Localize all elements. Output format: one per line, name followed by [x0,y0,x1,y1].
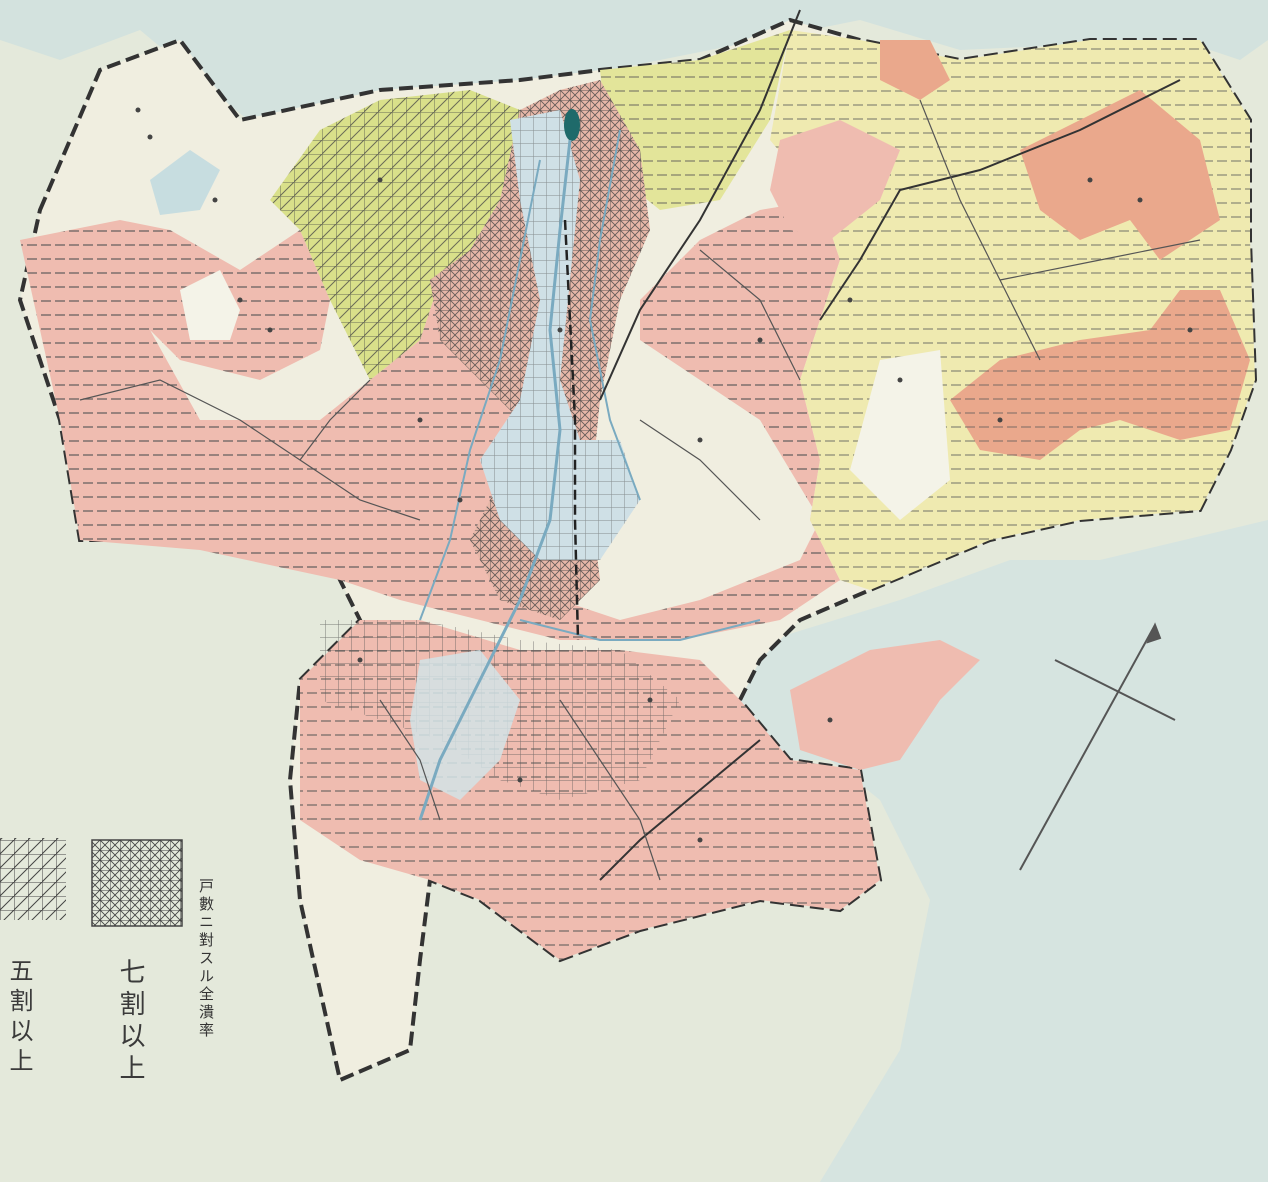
railway-north-east [599,9,801,401]
river-main [418,139,572,821]
region-south-plain [410,650,520,800]
railway-east [819,79,1181,321]
region-east-pink-2 [1020,90,1220,260]
river-4 [519,619,761,641]
region-north-coast-hatch [600,30,790,210]
river-2 [419,159,541,621]
legend-swatch-50 [0,838,66,920]
legend-label-fifty-percent: 五割以上 [5,958,33,1078]
region-east-pink-1 [770,120,900,240]
place-name-marks [135,107,1193,843]
lake [564,109,580,141]
region-peninsula-pink [790,640,980,770]
railway-central [563,219,580,641]
blank-area-2 [850,350,950,520]
region-north-green-hatch [270,90,520,380]
district-boundaries [79,99,1201,881]
legend-title: 戸數ニ對スル全潰率 [197,878,215,1040]
region-east-salmon-hatch [950,290,1250,460]
railway-south [599,739,761,881]
blank-area-1 [180,270,240,340]
legend-swatch-70 [91,839,183,927]
region-river-plain-grid [480,110,640,560]
region-east-upper-salmon [880,40,950,100]
river-3 [588,129,641,501]
compass-arrow [1019,622,1176,871]
sea-top [0,0,1268,130]
bay-west [150,150,220,215]
legend-label-seventy-percent: 七割以上 [115,958,145,1086]
